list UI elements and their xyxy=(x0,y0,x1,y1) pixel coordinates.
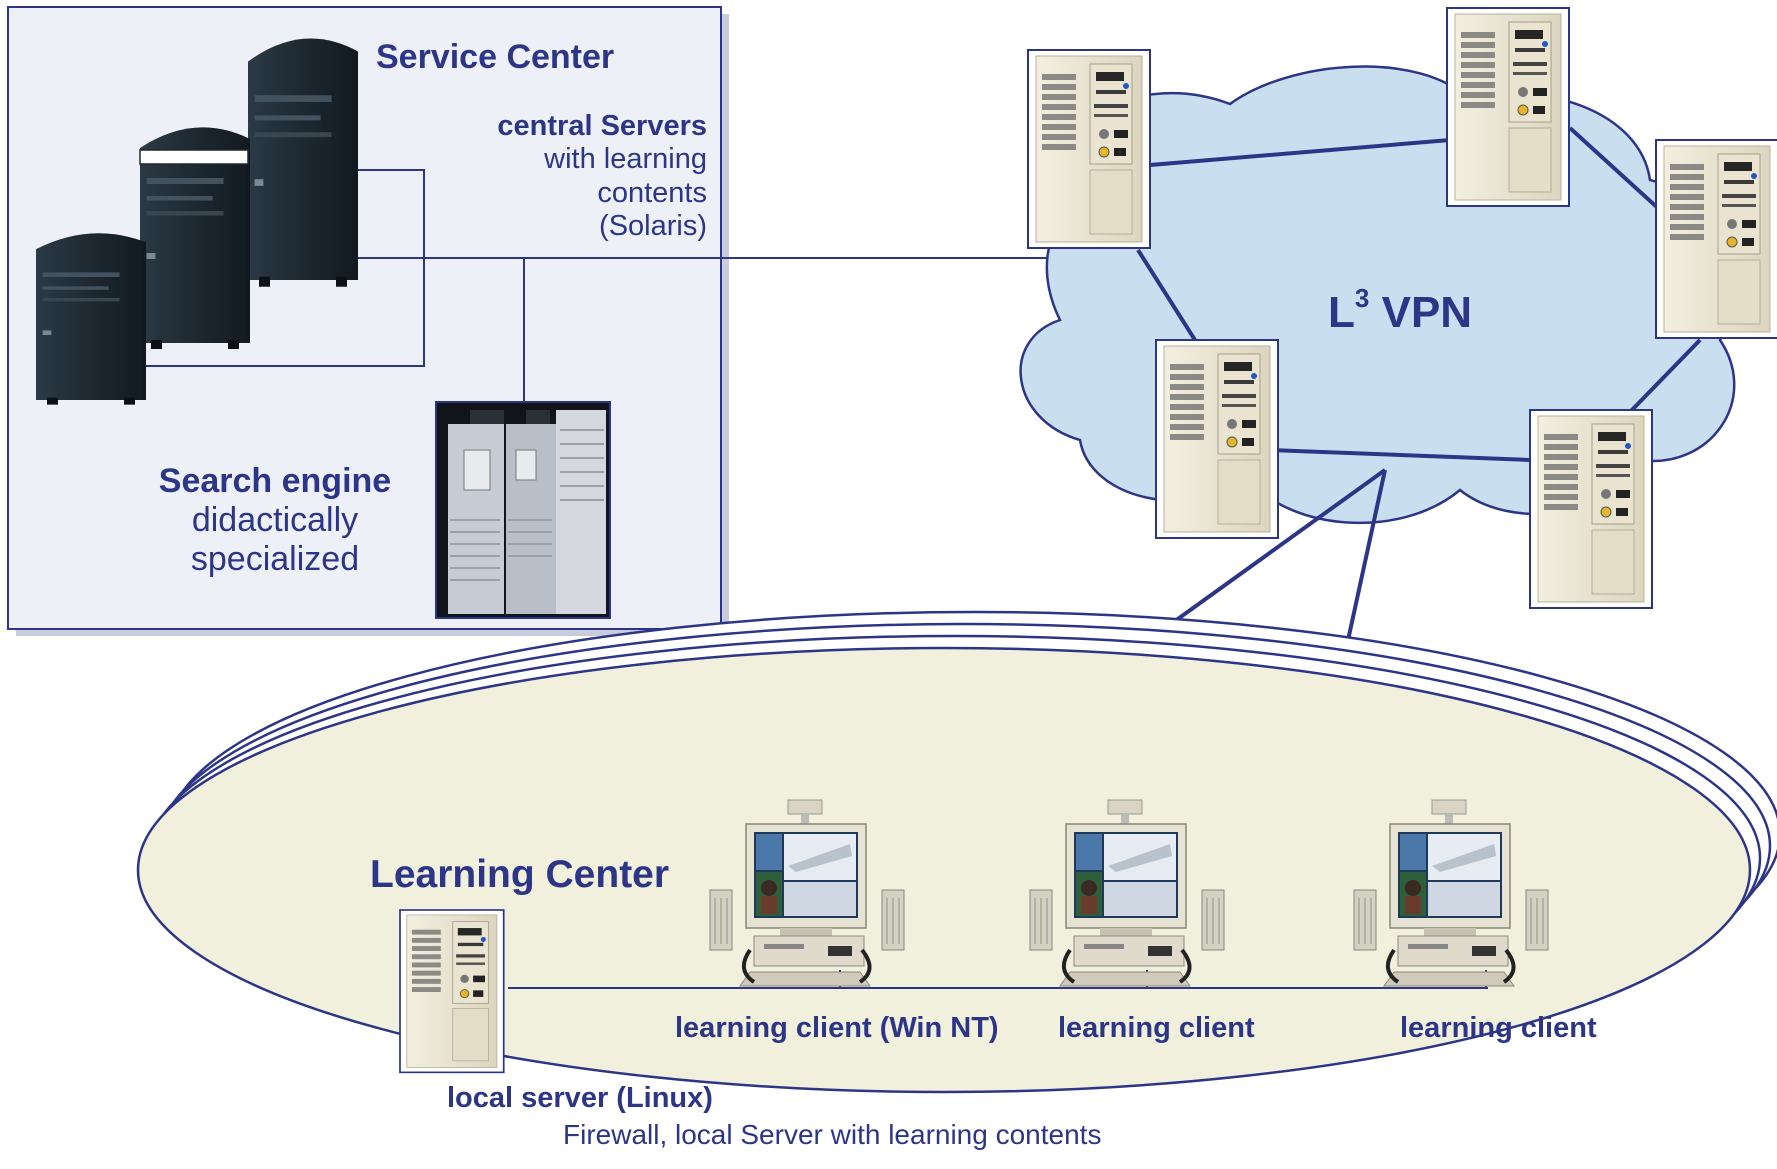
search-engine-label: Search engine didactically specialized xyxy=(140,462,410,579)
search-engine-heading: Search engine xyxy=(158,462,392,500)
central-servers-line-1: with learning xyxy=(544,143,707,176)
vpn-label-superscript: 3 xyxy=(1354,283,1370,314)
learning-client-2-label: learning client xyxy=(1058,1012,1255,1044)
vpn-label-text: VPN xyxy=(1381,288,1473,337)
service-center-title: Service Center xyxy=(376,38,615,76)
vpn-server-5 xyxy=(1529,409,1653,609)
vpn-label: L3 VPN xyxy=(1328,283,1473,339)
learning-center-title: Learning Center xyxy=(370,853,670,896)
vpn-server-2 xyxy=(1446,7,1570,207)
local-server-icon xyxy=(399,909,505,1074)
vpn-server-4 xyxy=(1155,339,1279,539)
central-servers-icon xyxy=(36,38,358,405)
learning-center-ellipses xyxy=(136,610,1777,1094)
vpn-label-base: L xyxy=(1328,288,1355,337)
learning-client-1-label: learning client (Win NT) xyxy=(675,1012,999,1044)
central-servers-heading: central Servers xyxy=(497,110,707,142)
vpn-server-1 xyxy=(1027,49,1151,249)
search-engine-icon xyxy=(435,401,611,619)
search-engine-line-2: specialized xyxy=(190,540,360,579)
learning-client-3-label: learning client xyxy=(1400,1012,1597,1044)
local-server-label: local server (Linux) xyxy=(447,1082,713,1114)
central-servers-line-2: contents xyxy=(597,176,707,209)
central-servers-line-3: (Solaris) xyxy=(599,210,707,243)
search-engine-line-1: didactically xyxy=(191,501,359,540)
service-center-panel xyxy=(7,6,729,636)
vpn-server-3 xyxy=(1655,139,1777,339)
central-servers-label: central Servers with learning contents (… xyxy=(497,110,707,243)
firewall-note: Firewall, local Server with learning con… xyxy=(563,1119,1102,1150)
